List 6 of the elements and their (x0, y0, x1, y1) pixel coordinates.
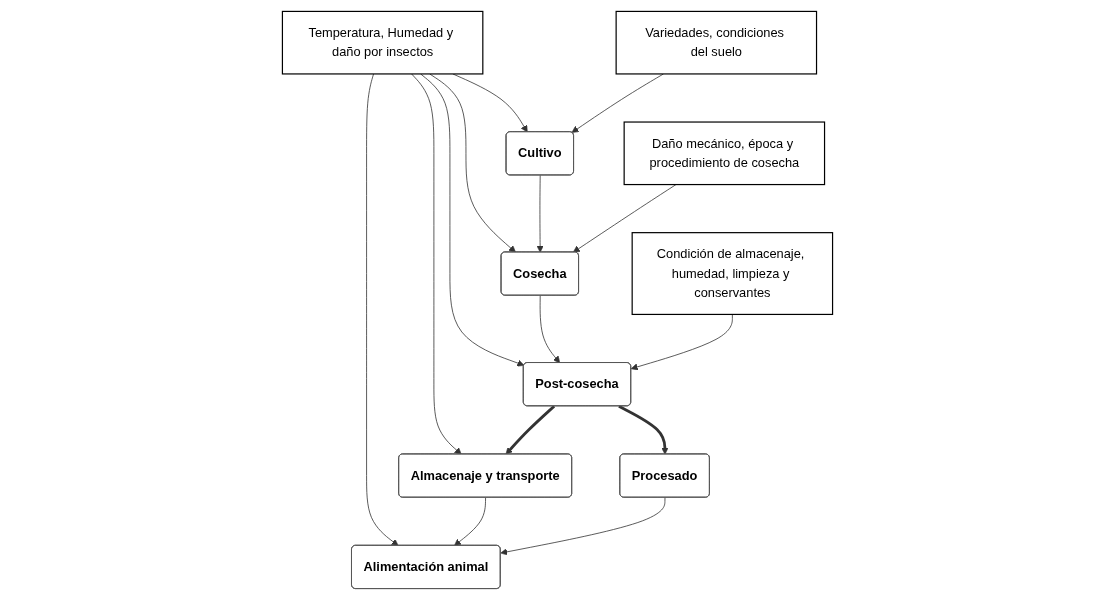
arrow (505, 404, 556, 455)
node-box: Daño mecánico, época y procedimiento de cosecha (623, 120, 826, 185)
node-box: Variedades, condiciones del suelo (615, 10, 818, 75)
node-box: Temperatura, Humedad y daño por insectos (281, 10, 484, 75)
arrow (618, 404, 669, 455)
node-box: Condición de almacenaje, humedad, limpieza y conservantes (631, 231, 834, 315)
